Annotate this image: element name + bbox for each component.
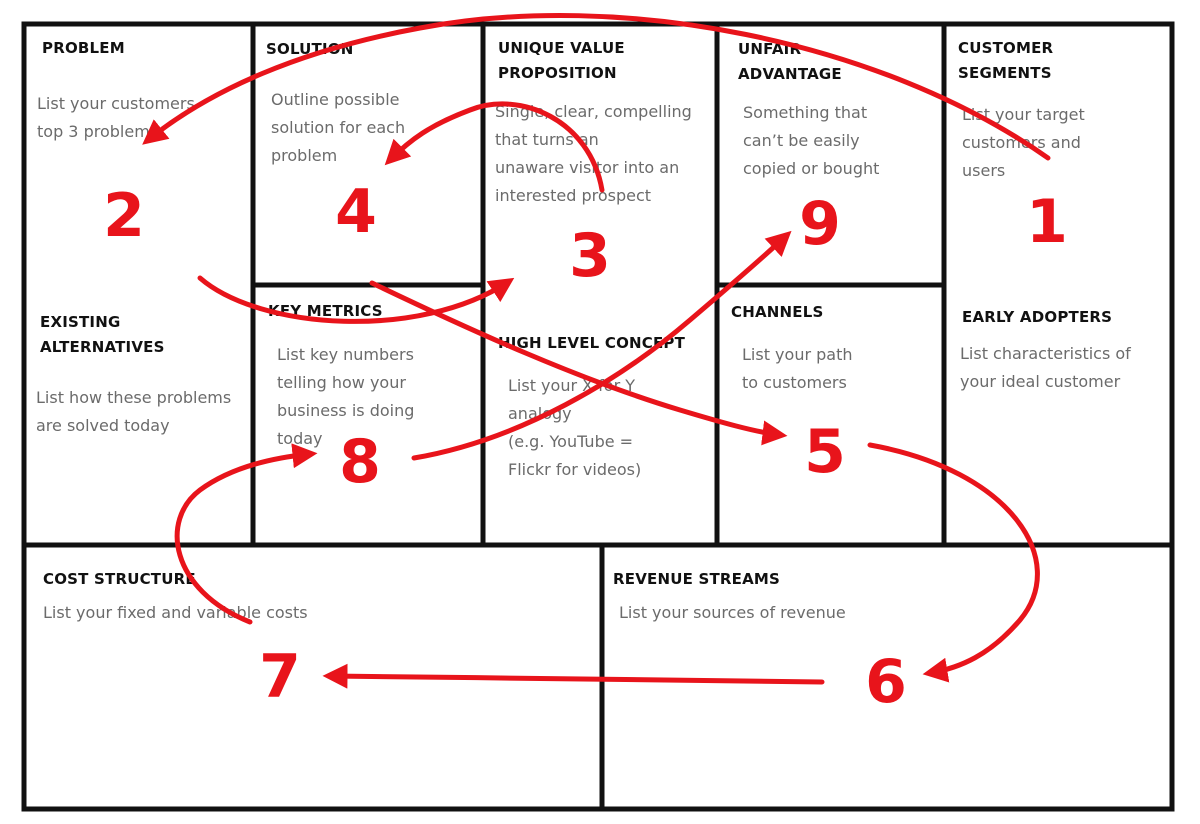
solution-title: SOLUTION xyxy=(266,40,354,58)
problem-description: List your customers top 3 problems xyxy=(37,94,195,141)
customer-segments-title: CUSTOMER SEGMENTS xyxy=(958,39,1054,82)
unique-value-proposition-description: Single, clear, compelling that turns an … xyxy=(495,102,692,205)
step-number-9: 9 xyxy=(799,189,841,259)
existing-alternatives-title: EXISTING ALTERNATIVES xyxy=(40,313,165,356)
step-number-2: 2 xyxy=(103,181,145,251)
arrow-1-to-2 xyxy=(142,13,1051,161)
existing-alternatives-description: List how these problems are solved today xyxy=(36,388,232,435)
step-number-7: 7 xyxy=(259,642,301,712)
unfair-advantage-description: Something that can’t be easily copied or… xyxy=(743,103,880,178)
outer-border xyxy=(21,21,1175,812)
arrow-6-to-7 xyxy=(322,663,825,689)
arrow-2-to-3 xyxy=(197,275,515,324)
arrow-4-to-5 xyxy=(369,280,788,446)
arrow-8-to-9 xyxy=(411,230,792,461)
step-number-6: 6 xyxy=(865,647,907,717)
step-number-3: 3 xyxy=(569,221,611,291)
early-adopters-title: EARLY ADOPTERS xyxy=(962,308,1113,326)
step-number-5: 5 xyxy=(804,417,846,487)
channels-title: CHANNELS xyxy=(731,303,824,321)
arrow-3-to-4 xyxy=(384,101,605,193)
step-number-1: 1 xyxy=(1026,187,1068,257)
arrow-7-to-8 xyxy=(174,443,318,625)
revenue-streams-title: REVENUE STREAMS xyxy=(613,570,781,588)
unique-value-proposition-title: UNIQUE VALUE PROPOSITION xyxy=(498,39,625,82)
step-number-4: 4 xyxy=(335,177,377,247)
revenue-streams-description: List your sources of revenue xyxy=(619,603,846,622)
customer-segments-description: List your target customers and users xyxy=(962,105,1085,180)
cost-structure-title: COST STRUCTURE xyxy=(43,570,196,588)
key-metrics-description: List key numbers telling how your busine… xyxy=(277,345,415,448)
arrow-5-to-6 xyxy=(867,442,1040,683)
problem-title: PROBLEM xyxy=(42,39,125,57)
early-adopters-description: List characteristics of your ideal custo… xyxy=(960,344,1131,391)
step-number-8: 8 xyxy=(339,427,381,497)
solution-description: Outline possible solution for each probl… xyxy=(271,90,406,165)
cost-structure-description: List your fixed and variable costs xyxy=(43,603,308,622)
channels-description: List your path to customers xyxy=(742,345,853,392)
